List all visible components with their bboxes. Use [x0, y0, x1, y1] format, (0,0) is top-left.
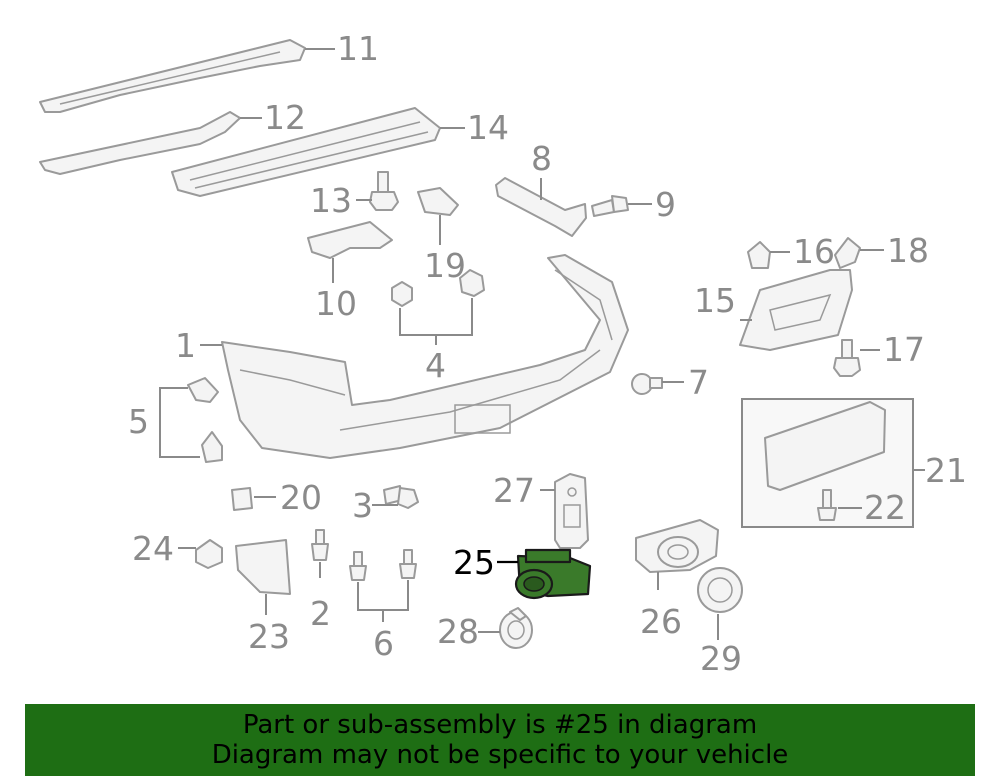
part-29-retainer[interactable]: [697, 567, 743, 613]
banner-line-2: Diagram may not be specific to your vehi…: [211, 740, 789, 770]
callout-29: 29: [700, 639, 742, 678]
part-28-ring[interactable]: [499, 607, 533, 649]
callout-24: 24: [132, 529, 174, 568]
callout-20: 20: [280, 478, 322, 517]
banner-line-1: Part or sub-assembly is #25 in diagram: [242, 710, 758, 740]
callout-8: 8: [531, 139, 552, 178]
callout-3: 3: [352, 486, 373, 525]
part-4-nuts[interactable]: [391, 269, 485, 307]
leader-6: [357, 580, 409, 611]
part-12-rail[interactable]: [39, 111, 241, 175]
callout-6: 6: [373, 624, 394, 663]
part-13-bolt[interactable]: [369, 171, 399, 211]
part-21-reflector[interactable]: [764, 401, 886, 491]
callout-9: 9: [655, 185, 676, 224]
part-19-clip[interactable]: [417, 187, 459, 216]
callout-1: 1: [175, 326, 196, 365]
part-17-bolt[interactable]: [833, 339, 861, 377]
callout-25: 25: [453, 543, 495, 582]
part-15-bracket[interactable]: [739, 269, 853, 351]
part-22-screw[interactable]: [817, 489, 837, 521]
part-16-clip[interactable]: [747, 241, 771, 269]
callout-10: 10: [315, 284, 357, 323]
callout-7: 7: [688, 363, 709, 402]
callout-15: 15: [694, 281, 736, 320]
part-20-pad[interactable]: [231, 487, 253, 511]
part-14-step-pad[interactable]: [171, 107, 441, 197]
callout-2: 2: [310, 594, 331, 633]
callout-16: 16: [793, 232, 835, 271]
callout-12: 12: [264, 98, 306, 137]
part-24-grommet[interactable]: [195, 539, 223, 569]
callout-5: 5: [128, 402, 149, 441]
callout-18: 18: [887, 231, 929, 270]
callout-14: 14: [467, 108, 509, 147]
part-6-clips[interactable]: [349, 549, 417, 581]
part-3-bolt[interactable]: [383, 485, 419, 509]
callout-21: 21: [925, 451, 967, 490]
callout-23: 23: [248, 617, 290, 656]
callout-4: 4: [425, 346, 446, 385]
part-11-rail[interactable]: [39, 39, 306, 113]
part-1-bumper-cover[interactable]: [221, 254, 629, 459]
part-25-parking-sensor[interactable]: [514, 548, 592, 600]
part-9-screw[interactable]: [591, 195, 629, 217]
part-5-clips[interactable]: [187, 377, 223, 463]
callout-19: 19: [424, 246, 466, 285]
callout-27: 27: [493, 471, 535, 510]
callout-17: 17: [883, 330, 925, 369]
callout-22: 22: [864, 488, 906, 527]
part-10-bracket[interactable]: [307, 221, 393, 259]
part-23-cover[interactable]: [235, 539, 291, 595]
part-18-clip[interactable]: [834, 237, 861, 269]
leader-4: [399, 298, 473, 336]
leader-5: [159, 387, 200, 458]
callout-26: 26: [640, 602, 682, 641]
callout-11: 11: [337, 29, 379, 68]
part-26-sensor[interactable]: [635, 519, 719, 573]
info-banner: Part or sub-assembly is #25 in diagram D…: [25, 704, 975, 776]
callout-13: 13: [310, 181, 352, 220]
callout-28: 28: [437, 612, 479, 651]
part-27-bracket[interactable]: [554, 473, 589, 549]
part-8-reinforcement[interactable]: [495, 177, 587, 237]
part-2-clip[interactable]: [311, 529, 329, 561]
part-7-push-clip[interactable]: [631, 373, 663, 395]
